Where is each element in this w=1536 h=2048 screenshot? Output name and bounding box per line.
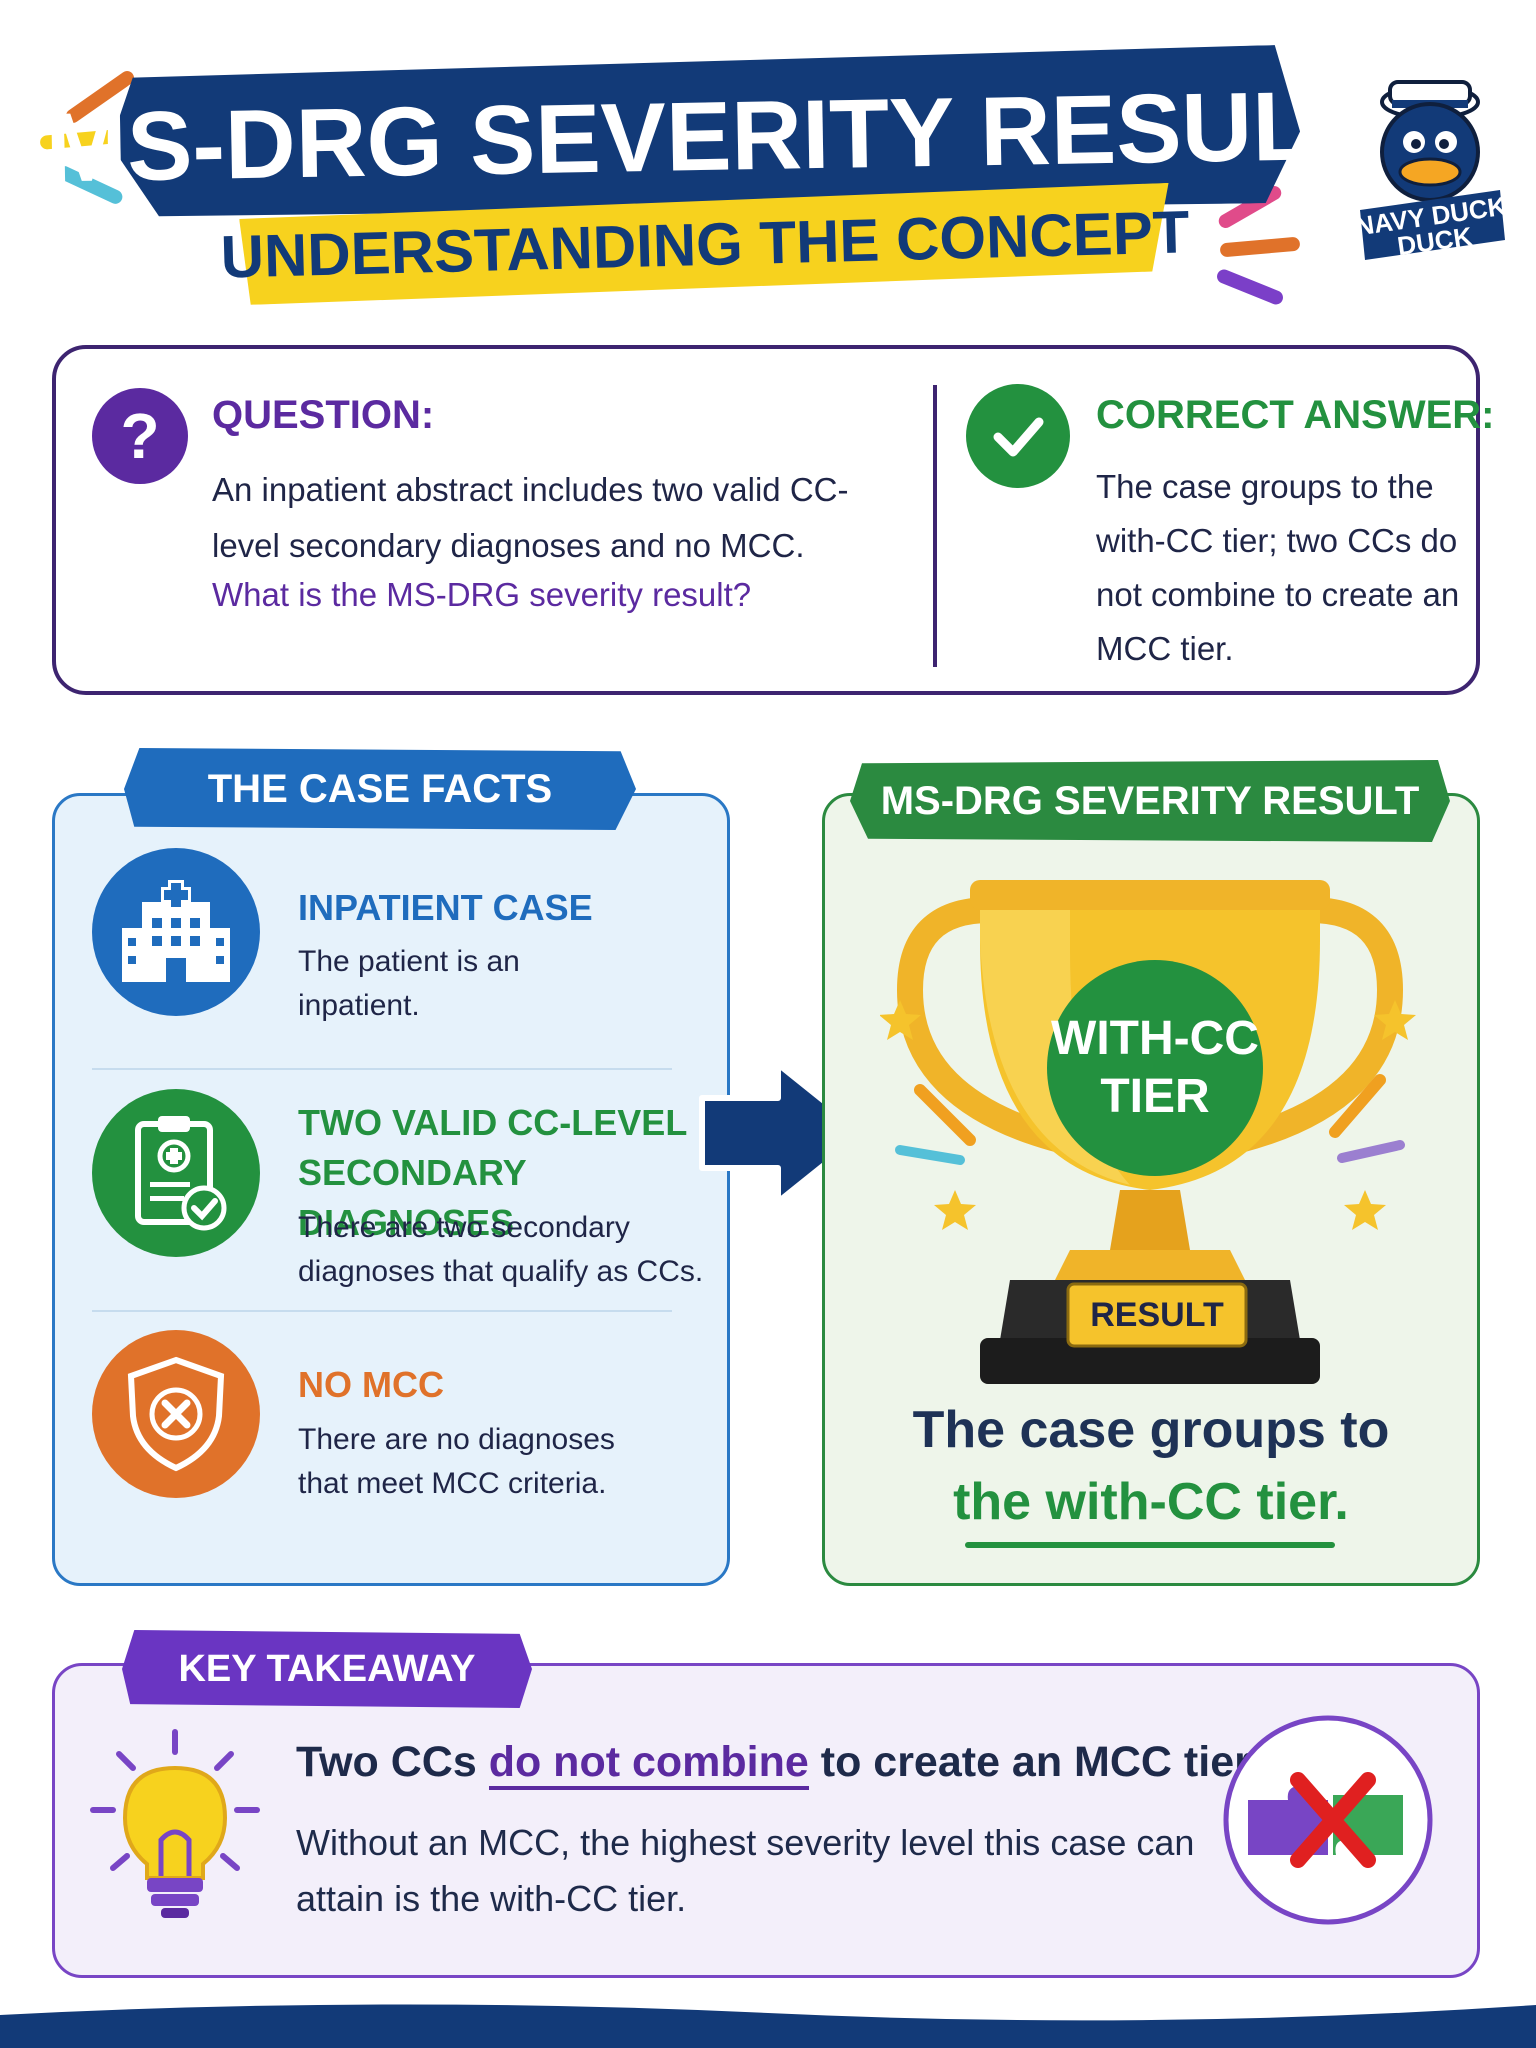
arrow-right-icon (699, 1061, 867, 1205)
puzzle-x-icon (1223, 1715, 1433, 1925)
trophy-label-line2: TIER (1100, 1070, 1210, 1123)
clipboard-check-icon (92, 1089, 260, 1257)
takeaway-main-before: Two CCs (296, 1738, 489, 1786)
question-mark-icon: ? (92, 388, 188, 484)
result-statement-line2: the with-CC tier. (953, 1473, 1349, 1531)
answer-text: The case groups to the with-CC tier; two… (1096, 468, 1460, 667)
answer-label: CORRECT ANSWER: (1096, 393, 1495, 437)
takeaway-main-after: to create an MCC tier. (808, 1738, 1261, 1786)
question-ask: What is the MS-DRG severity result? (212, 576, 752, 613)
fact-separator (92, 1068, 672, 1070)
question-label: QUESTION: (212, 393, 435, 437)
result-statement-line1: The case groups to (912, 1401, 1390, 1459)
takeaway-body: Without an MCC, the highest severity lev… (296, 1822, 1195, 1919)
qa-divider (933, 385, 937, 667)
trophy-label: WITH-CC TIER (1045, 958, 1265, 1178)
fact-separator (92, 1310, 672, 1312)
hospital-icon (92, 848, 260, 1016)
fact-body-inpatient: The patient is an inpatient. (298, 945, 520, 1022)
fact-title-inpatient: INPATIENT CASE (298, 887, 593, 928)
navy-duck-logo: NAVY DUCK DUCK (1353, 80, 1508, 260)
fact-title-two-ccs: TWO VALID CC-LEVEL SECONDARY DIAGNOSES (298, 1102, 687, 1243)
lightbulb-icon (90, 1729, 260, 1918)
question-answer-card (52, 345, 1480, 695)
checkmark-icon (966, 384, 1070, 488)
result-underline (965, 1542, 1335, 1548)
question-text: An inpatient abstract includes two valid… (212, 471, 849, 564)
takeaway-main-emphasis: do not combine (488, 1738, 809, 1790)
fact-title-no-mcc: NO MCC (298, 1364, 444, 1405)
result-badge: RESULT (1090, 1295, 1224, 1334)
case-facts-tag: THE CASE FACTS (124, 748, 636, 830)
result-tag: MS-DRG SEVERITY RESULT (850, 760, 1450, 842)
trophy-icon (880, 880, 1416, 1384)
fact-body-no-mcc: There are no diagnoses that meet MCC cri… (298, 1423, 615, 1500)
trophy-label-line1: WITH-CC (1051, 1012, 1259, 1065)
key-takeaway-tag: KEY TAKEAWAY (122, 1630, 532, 1708)
fact-body-two-ccs: There are two secondary diagnoses that q… (298, 1211, 704, 1288)
bottom-wave (0, 2004, 1536, 2048)
shield-x-icon (92, 1330, 260, 1498)
takeaway-main: Two CCs do not combine to create an MCC … (296, 1738, 1261, 1790)
